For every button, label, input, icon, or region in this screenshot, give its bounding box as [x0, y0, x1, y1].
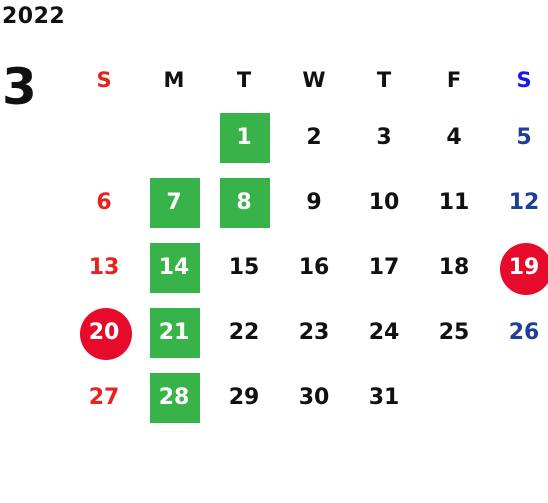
day-cell[interactable]: 20	[69, 300, 139, 365]
day-cell[interactable]: 27	[69, 365, 139, 430]
weekday-thursday: T	[376, 68, 392, 92]
day-number: 20	[88, 320, 120, 345]
day-cell[interactable]: 14	[139, 235, 209, 300]
day-number: 14	[158, 255, 190, 280]
holiday-circle	[500, 243, 548, 295]
day-cell[interactable]: 11	[419, 170, 489, 235]
day-cell[interactable]: 18	[419, 235, 489, 300]
day-cell[interactable]: 4	[419, 105, 489, 170]
day-number: 23	[298, 320, 330, 345]
day-cell[interactable]: 19	[489, 235, 548, 300]
day-number: 24	[368, 320, 400, 345]
day-cell[interactable]: 1	[209, 105, 279, 170]
day-cell[interactable]: 8	[209, 170, 279, 235]
day-cell[interactable]: 22	[209, 300, 279, 365]
day-cell[interactable]: 5	[489, 105, 548, 170]
day-number: 4	[446, 125, 462, 150]
highlight-square	[220, 178, 270, 228]
day-cell[interactable]: 9	[279, 170, 349, 235]
day-number: 7	[166, 190, 182, 215]
day-number: 28	[158, 385, 190, 410]
highlight-square	[150, 373, 200, 423]
day-number: 13	[88, 255, 120, 280]
week-row: 20 21 22 23 24 25 26	[69, 300, 548, 365]
weekday-monday: M	[163, 68, 185, 92]
day-number: 3	[376, 125, 392, 150]
empty-day-cell	[419, 365, 489, 430]
day-cell[interactable]: 16	[279, 235, 349, 300]
empty-day-cell	[139, 105, 209, 170]
day-number: 30	[298, 385, 330, 410]
day-number: 11	[438, 190, 470, 215]
day-number: 12	[508, 190, 540, 215]
day-cell[interactable]: 21	[139, 300, 209, 365]
weekday-saturday: S	[516, 68, 532, 92]
day-cell[interactable]: 12	[489, 170, 548, 235]
weekday-friday: F	[446, 68, 462, 92]
day-number: 10	[368, 190, 400, 215]
day-cell[interactable]: 26	[489, 300, 548, 365]
month-number: 3	[2, 58, 37, 116]
weekday-sunday: S	[96, 68, 112, 92]
day-cell[interactable]: 17	[349, 235, 419, 300]
highlight-square	[150, 243, 200, 293]
day-cell[interactable]: 3	[349, 105, 419, 170]
day-number: 9	[306, 190, 322, 215]
day-number: 21	[158, 320, 190, 345]
week-row: 6 7 8 9 10 11 12	[69, 170, 548, 235]
day-cell[interactable]: 29	[209, 365, 279, 430]
week-row: 13 14 15 16 17 18 19	[69, 235, 548, 300]
day-cell[interactable]: 30	[279, 365, 349, 430]
empty-day-cell	[69, 105, 139, 170]
day-number: 18	[438, 255, 470, 280]
day-number: 31	[368, 385, 400, 410]
day-cell[interactable]: 6	[69, 170, 139, 235]
highlight-square	[220, 113, 270, 163]
day-cell[interactable]: 28	[139, 365, 209, 430]
day-number: 22	[228, 320, 260, 345]
day-cell[interactable]: 10	[349, 170, 419, 235]
day-cell[interactable]: 25	[419, 300, 489, 365]
day-number: 26	[508, 320, 540, 345]
day-cell[interactable]: 15	[209, 235, 279, 300]
day-cell[interactable]: 13	[69, 235, 139, 300]
day-number: 17	[368, 255, 400, 280]
week-row: 1 2 3 4 5	[69, 105, 548, 170]
day-cell[interactable]: 2	[279, 105, 349, 170]
day-cell[interactable]: 24	[349, 300, 419, 365]
day-number: 16	[298, 255, 330, 280]
day-cell[interactable]: 23	[279, 300, 349, 365]
empty-day-cell	[489, 365, 548, 430]
day-number: 8	[236, 190, 252, 215]
day-number: 2	[306, 125, 322, 150]
day-cell[interactable]: 7	[139, 170, 209, 235]
highlight-square	[150, 178, 200, 228]
day-number: 15	[228, 255, 260, 280]
day-number: 1	[236, 125, 252, 150]
holiday-circle	[80, 308, 132, 360]
year-label: 2022	[2, 4, 66, 29]
day-number: 5	[516, 125, 532, 150]
weekday-tuesday: T	[236, 68, 252, 92]
week-row: 27 28 29 30 31	[69, 365, 548, 430]
day-number: 19	[508, 255, 540, 280]
day-number: 6	[96, 190, 112, 215]
day-cell[interactable]: 31	[349, 365, 419, 430]
weekday-header-row: S M T W T F S	[69, 55, 548, 105]
day-number: 29	[228, 385, 260, 410]
day-number: 25	[438, 320, 470, 345]
day-number: 27	[88, 385, 120, 410]
highlight-square	[150, 308, 200, 358]
weekday-wednesday: W	[302, 68, 326, 92]
